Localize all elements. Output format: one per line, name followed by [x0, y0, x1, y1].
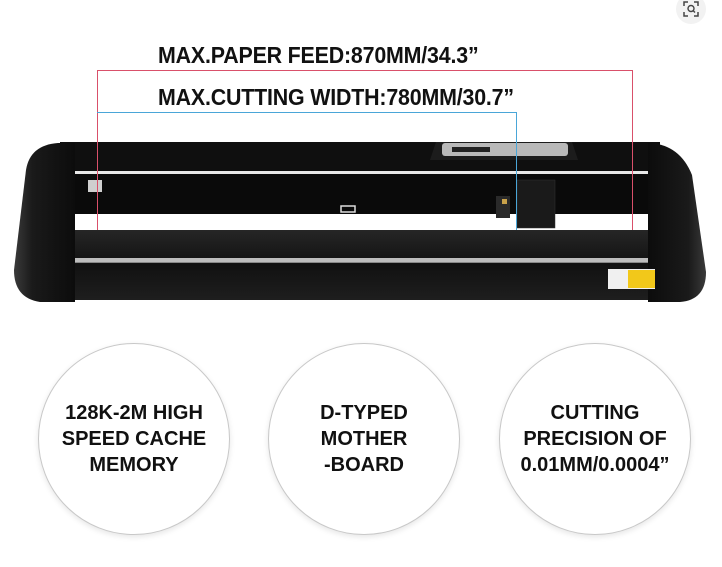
- paper-feed-line-left: [97, 70, 98, 230]
- feature-cutting-precision: CUTTING PRECISION OF 0.01MM/0.0004”: [499, 343, 691, 535]
- paper-feed-line-top: [97, 70, 633, 71]
- lens-zoom-icon: [683, 1, 699, 17]
- paper-feed-line-right: [632, 70, 633, 230]
- paper-feed-spec: MAX.PAPER FEED:870MM/34.3”: [158, 42, 479, 68]
- visual-search-button[interactable]: [676, 0, 706, 24]
- feature-text: 128K-2M HIGH SPEED CACHE MEMORY: [61, 402, 207, 476]
- cutting-width-spec: MAX.CUTTING WIDTH:780MM/30.7”: [158, 84, 514, 110]
- cutting-width-line-top: [97, 112, 517, 113]
- feature-cache-memory: 128K-2M HIGH SPEED CACHE MEMORY: [38, 343, 230, 535]
- feature-text: D-TYPED MOTHER -BOARD: [320, 402, 408, 476]
- feature-text: CUTTING PRECISION OF 0.01MM/0.0004”: [520, 402, 670, 476]
- vinyl-cutter-plotter-image: [14, 142, 706, 302]
- feature-motherboard: D-TYPED MOTHER -BOARD: [268, 343, 460, 535]
- cutting-width-line-right: [516, 112, 517, 230]
